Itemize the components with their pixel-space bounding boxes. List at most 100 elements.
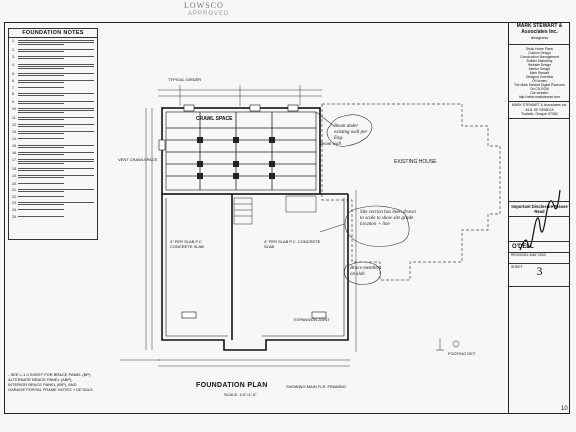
address-line-1: 4411 SE SENECA — [525, 107, 554, 112]
note-text — [18, 188, 94, 193]
plan-subtitle: SHOWING MAIN FLR. FRAMING — [286, 384, 346, 389]
vent-marks — [158, 104, 327, 319]
stamp-text: LOWSCO — [184, 1, 224, 10]
client-name: O'DELL — [509, 242, 570, 253]
approved-stamp: APPROVED — [188, 11, 230, 17]
note-item: 2. — [12, 48, 94, 53]
note-number: 24. — [12, 208, 17, 213]
note-number: 2. — [12, 48, 15, 53]
handwritten-note-brace: Brace members on slab — [350, 266, 382, 277]
note-text — [18, 195, 94, 198]
note-item: 7. — [12, 86, 94, 90]
note-text — [18, 100, 94, 105]
note-number: 12. — [12, 123, 17, 128]
note-text — [18, 116, 94, 121]
service-item: Custom Design — [528, 51, 551, 55]
note-item: 17. — [12, 158, 94, 165]
service-item: Construction Management — [520, 55, 559, 59]
note-item: 16. — [12, 151, 94, 156]
slab-note-right: 4" PER SLAB P.C. CONCRETE SLAB — [264, 239, 321, 249]
signature-mark — [519, 189, 561, 251]
note-number: 16. — [12, 150, 17, 155]
planroom-label: The Mark Stewart Digital Planroom — [513, 83, 566, 87]
note-item: 23. — [12, 201, 94, 206]
note-text — [18, 158, 94, 165]
brace-note-line: GARAGE PORTAL FRAME NOTES + DETAILS — [8, 387, 93, 392]
note-text — [18, 208, 94, 211]
vent-note-label: VENT CRAWLSPACE — [118, 157, 158, 162]
note-item: 19. — [12, 174, 94, 179]
typical-girder-label: TYPICAL GIRDER — [168, 77, 202, 82]
note-item: 13. — [12, 130, 94, 135]
note-number: 7. — [12, 86, 15, 91]
note-item: 22. — [12, 195, 94, 199]
brace-note-line: ALTERNATE BRACE PANEL (ABP), — [8, 377, 73, 382]
note-number: 15. — [12, 143, 17, 148]
designer-title-2: Of Homes — [532, 79, 547, 83]
revision-clouds — [315, 111, 410, 285]
note-number: 14. — [12, 137, 17, 142]
note-text — [18, 39, 94, 46]
note-text — [18, 72, 94, 77]
foundation-notes-panel: FOUNDATION NOTES 1.2.3.4.5.6.7.8.9.10.11… — [8, 28, 98, 240]
note-text — [18, 55, 94, 60]
plan-scale: SCALE: 1/4"=1'-0" — [224, 392, 257, 397]
dimension-lines — [120, 85, 357, 367]
note-text — [18, 79, 94, 84]
note-number: 3. — [12, 55, 15, 60]
total-sheets: 10 — [561, 406, 568, 412]
firm-name: MARK STEWART & Associates Inc. — [516, 23, 563, 35]
note-text — [18, 144, 94, 149]
note-number: 9. — [12, 99, 15, 104]
note-number: 4. — [12, 62, 15, 67]
note-number: 6. — [12, 78, 15, 83]
note-item: 20. — [12, 182, 94, 186]
expansion-joint-label: EXPANSION JOINT — [294, 317, 330, 322]
note-item: 12. — [12, 123, 94, 128]
note-item: 4. — [12, 63, 94, 70]
note-number: 8. — [12, 92, 15, 97]
note-number: 25. — [12, 214, 17, 219]
note-text — [18, 137, 94, 140]
firm-name-block: MARK STEWART & Associates Inc. designers — [509, 22, 570, 45]
note-text — [18, 174, 94, 179]
note-item: 5. — [12, 72, 94, 77]
cd-rom-label: On CD-ROM — [530, 87, 549, 91]
note-item: 25. — [12, 215, 94, 219]
designer-title: Designer Emeritus — [525, 75, 554, 79]
sheet-label: SHEET — [511, 264, 523, 269]
note-text — [18, 107, 94, 114]
note-number: 19. — [12, 174, 17, 179]
brace-note-line: - SEE L-1.0 SHEET FOR BRACE PANEL (BP), — [8, 372, 92, 377]
note-item: 21. — [12, 188, 94, 193]
note-text — [18, 92, 94, 97]
sheet-border — [4, 22, 570, 414]
blank-row — [509, 217, 570, 242]
stair-area — [233, 195, 317, 225]
website-label: Our website: — [530, 91, 549, 95]
signature-area — [509, 119, 570, 202]
note-number: 10. — [12, 106, 17, 111]
slab-note-left: 4" PER SLAB P.C. CONCRETE SLAB — [170, 239, 204, 249]
service-item: Builder Marketing — [526, 59, 553, 63]
note-item: 3. — [12, 55, 94, 60]
girder-lines — [166, 112, 316, 190]
note-text — [18, 215, 94, 218]
sheet-number: 3 — [536, 263, 543, 278]
service-item: Interior Design — [528, 67, 551, 71]
pier-blocks — [197, 137, 275, 179]
inner-wall-lines — [165, 111, 345, 337]
note-number: 20. — [12, 181, 17, 186]
designer-name: Mark Stewart — [529, 71, 550, 75]
website-url[interactable]: http://www.markstewart.com — [518, 95, 561, 99]
note-text — [18, 86, 94, 89]
note-text — [18, 48, 94, 53]
sheet-number-block: SHEET 3 — [509, 264, 570, 287]
note-item: 1. — [12, 39, 94, 46]
service-item: Website Design — [527, 63, 552, 67]
note-item: 24. — [12, 208, 94, 212]
note-item: 9. — [12, 100, 94, 105]
service-item: Stock Home Plans — [525, 47, 554, 51]
